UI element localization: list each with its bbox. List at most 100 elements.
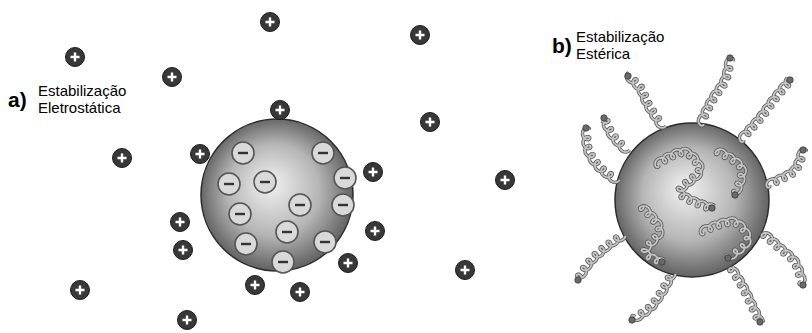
positive-ion [261,13,280,32]
negative-charge [312,142,334,164]
charge-circle [232,142,254,164]
charge-circle [218,173,240,195]
plus-sign [416,31,425,40]
chain-core [766,149,806,188]
ion-circle [66,48,85,67]
positive-ion [71,281,90,300]
polymer-chain [640,205,666,265]
charge-circle [276,221,298,243]
minus-sign [338,204,348,206]
polymer-chain [729,266,763,325]
plus-sign [501,176,510,185]
plus-sign [251,281,260,290]
minus-sign [318,152,328,154]
negative-charge [272,251,294,273]
negative-charge [229,203,251,225]
panel-title: Estabilização Estérica [576,28,688,62]
minus-sign [224,183,234,185]
polymer-chain [582,125,619,183]
chain-core [729,266,763,323]
charge-circle [289,194,311,216]
positive-ion [421,113,440,132]
ion-circle [421,113,440,132]
ion-circle [174,241,193,260]
chain-outline [700,218,750,259]
chain-end [727,55,733,61]
polymer-chain [625,73,666,128]
polymer-chain [698,55,733,126]
ion-circle [178,311,197,330]
panel-letter: a) [8,88,27,112]
ion-circle [191,145,210,164]
ion-circle [71,281,90,300]
chain-end [629,317,635,323]
charge-circle [334,167,356,189]
charge-circle [312,142,334,164]
chain-core [602,119,630,152]
minus-sign [320,241,330,243]
positive-ion [456,261,475,280]
illustration-group [66,13,807,330]
chain-outline [715,149,746,194]
plus-sign [296,288,305,297]
positive-ion [174,241,193,260]
negative-charge [314,231,336,253]
minus-sign [278,261,288,263]
charge-circle [332,194,354,216]
plus-sign [183,316,192,325]
chain-outline [626,73,665,128]
ion-circle [339,254,358,273]
negative-charge [289,194,311,216]
chain-end [625,73,631,79]
chain-core [632,274,676,320]
plus-sign [371,227,380,236]
negative-charge [334,167,356,189]
chain-core [640,205,665,263]
positive-ion [171,213,190,232]
positive-ion [291,283,310,302]
positive-ion [178,311,197,330]
ion-circle [261,13,280,32]
charge-circle [272,251,294,273]
panel-letter: b) [552,34,572,58]
polymer-chain [629,274,676,323]
minus-sign [282,231,292,233]
chain-core [739,78,789,142]
chain-outline [602,119,630,152]
chain-end [575,277,581,283]
negative-charge [332,194,354,216]
plus-sign [266,18,275,27]
plus-sign [71,53,80,62]
ion-circle [366,222,385,241]
charge-circle [314,231,336,253]
positive-ion [163,68,182,87]
chain-end [583,125,589,131]
chain-end [800,282,806,288]
ion-circle [291,283,310,302]
positive-ion [366,222,385,241]
chain-core [626,73,665,128]
positive-ion [66,48,85,67]
positive-ion [496,171,515,190]
chain-core [655,149,715,210]
ion-circle [271,101,290,120]
minus-sign [260,181,270,183]
chain-end [787,77,793,83]
plus-sign [118,154,127,163]
nanoparticle [615,123,769,277]
positive-ion [191,145,210,164]
chain-end [709,205,715,211]
positive-ion [271,101,290,120]
nanoparticle [201,119,353,271]
positive-ion [113,149,132,168]
chain-outline [655,149,715,210]
minus-sign [238,152,248,154]
chain-end [800,147,806,153]
negative-charge [235,233,257,255]
plus-sign [426,118,435,127]
chain-outline [577,236,626,278]
plus-sign [344,259,353,268]
chain-end [732,192,738,198]
polymer-chain [715,149,746,198]
